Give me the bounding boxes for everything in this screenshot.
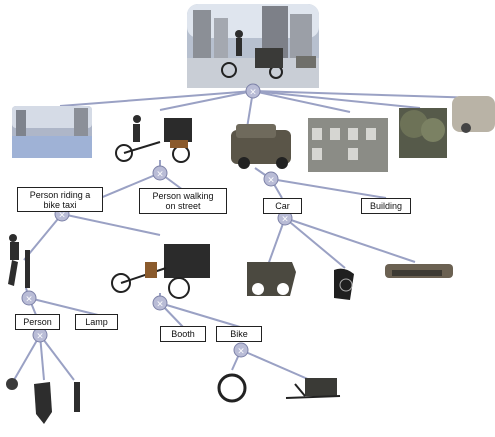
person-part-head-image: [6, 378, 18, 390]
node-taxi: ×: [152, 165, 168, 181]
svg-text:×: ×: [237, 347, 245, 357]
svg-text:×: ×: [25, 295, 33, 305]
edge-root-lane: [59, 90, 254, 107]
edge-carnode-chassis: [284, 217, 416, 263]
svg-text:×: ×: [249, 88, 257, 98]
edge-person-p2: [39, 334, 45, 381]
svg-text:×: ×: [156, 170, 164, 180]
person-part-leg-image: [74, 382, 80, 412]
bike-wheel-image: [217, 373, 247, 403]
tree-image: [399, 108, 447, 158]
car-image: [231, 124, 291, 169]
label-building: Building: [361, 198, 411, 214]
edge-root-van: [252, 90, 481, 99]
car-chassis-image: [385, 264, 453, 278]
svg-text:×: ×: [58, 211, 66, 221]
van-image: [452, 96, 495, 133]
node-rider: ×: [21, 290, 37, 306]
edge-carnode-body: [267, 217, 286, 266]
edge-rider-taxi-img: [61, 213, 161, 236]
label-bike: Bike: [216, 326, 262, 342]
label-person: Person: [15, 314, 60, 330]
taxi-part-image: [111, 244, 210, 299]
edge-root-building: [252, 90, 351, 113]
node-taxi-parts: ×: [152, 295, 168, 311]
label-person-riding: Person riding a bike taxi: [17, 187, 103, 212]
svg-text:×: ×: [36, 332, 44, 342]
bike-frame-image: [285, 378, 341, 399]
label-booth: Booth: [160, 326, 206, 342]
tree-edges: [13, 86, 481, 381]
node-person-parts: ×: [32, 327, 48, 343]
car-wheel-image: [334, 268, 354, 300]
car-body-image: [247, 262, 296, 296]
node-root: ×: [245, 83, 261, 99]
edge-person-p3: [39, 334, 75, 381]
bike-taxi-image: [115, 115, 192, 163]
edge-t-bike: [159, 302, 241, 328]
person-part-torso-image: [34, 382, 52, 424]
node-bike-parts: ×: [233, 342, 249, 358]
edge-p-lamp: [28, 297, 99, 316]
label-person-walking: Person walking on street: [139, 188, 227, 214]
building-image: [308, 118, 388, 172]
edge-person-p1: [13, 334, 41, 381]
label-car: Car: [263, 198, 302, 214]
edge-root-taxi: [159, 90, 254, 111]
lane-image: [12, 106, 92, 158]
edge-rider-person-img: [23, 213, 63, 261]
edge-bike-frame: [240, 349, 311, 381]
svg-text:×: ×: [156, 300, 164, 310]
rider-image: [8, 234, 30, 288]
svg-text:×: ×: [267, 176, 275, 186]
edge-car-building: [270, 178, 387, 199]
root-street-image: [187, 4, 319, 88]
edge-carnode-wheel: [284, 217, 346, 269]
node-car: ×: [263, 171, 279, 187]
edge-root-tree: [252, 90, 421, 109]
svg-text:×: ×: [281, 215, 289, 225]
label-lamp: Lamp: [75, 314, 118, 330]
